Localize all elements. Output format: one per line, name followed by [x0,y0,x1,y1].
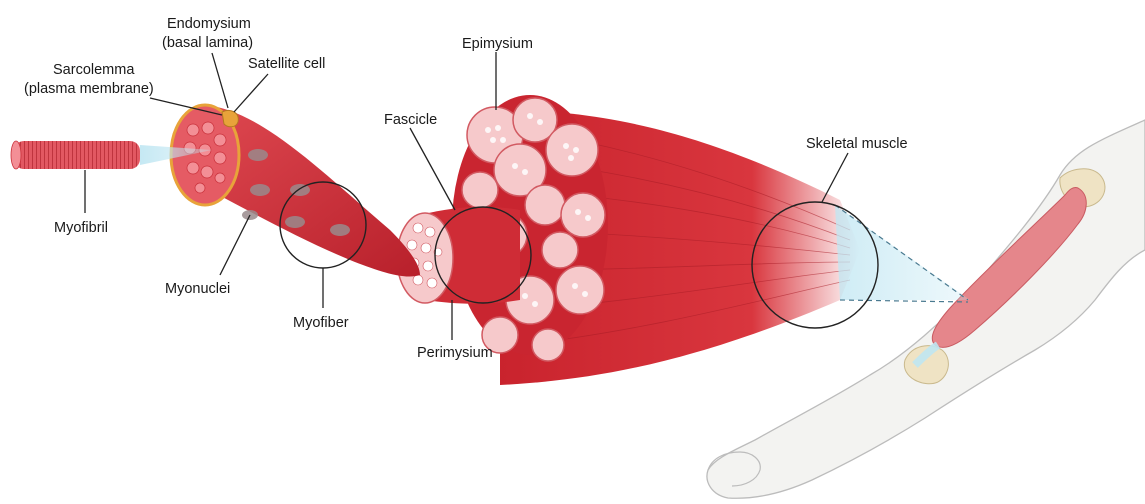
fascicle-bundle [397,207,520,304]
leader-myonuclei [220,215,250,275]
label-myonuclei: Myonuclei [165,281,230,297]
myofibril-end [11,141,21,169]
leader-fascicle [410,128,455,210]
zoom-dash-bottom [840,300,968,302]
leader-satellite-cell [234,74,268,112]
label-endomysium-sub: (basal lamina) [162,35,253,51]
label-fascicle: Fascicle [384,112,437,128]
myofibril-body [14,141,140,169]
label-skeletal-muscle: Skeletal muscle [806,136,908,152]
label-perimysium: Perimysium [417,345,493,361]
leader-endomysium [212,53,228,108]
label-sarcolemma-sub: (plasma membrane) [24,81,154,97]
leader-skeletal-muscle [822,153,848,202]
label-satellite-cell: Satellite cell [248,56,325,72]
label-endomysium: Endomysium [167,16,251,32]
satellite-cell-shape [222,110,238,126]
label-sarcolemma: Sarcolemma [53,62,135,78]
myofiber [171,105,420,277]
label-myofibril: Myofibril [54,220,108,236]
label-myofiber: Myofiber [293,315,349,331]
label-epimysium: Epimysium [462,36,533,52]
